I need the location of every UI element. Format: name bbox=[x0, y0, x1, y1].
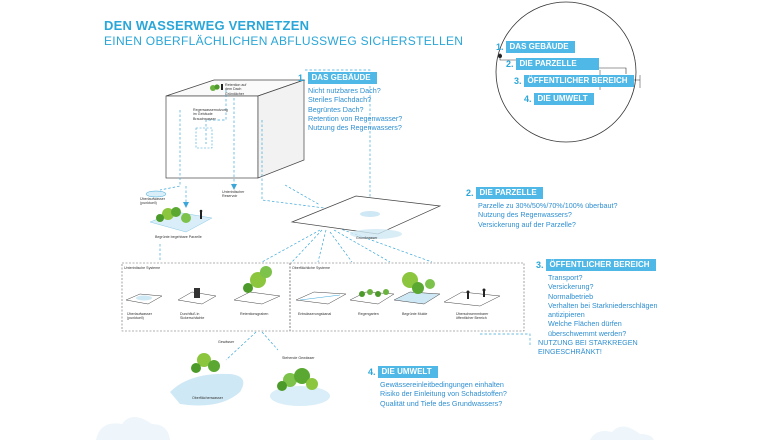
section-environment: 4. DIE UMWELT Gewässereinleitbedingungen… bbox=[368, 365, 507, 408]
sys-label-overflow: Überlaufwasser(punktuell) bbox=[127, 312, 152, 321]
groundwater-label: Grundwasser bbox=[356, 236, 378, 240]
overflow-dish-icon bbox=[145, 190, 167, 198]
systems-box-left bbox=[121, 262, 291, 332]
parcel-plane bbox=[290, 195, 442, 239]
building-block bbox=[165, 79, 305, 179]
section-building: 1. DAS GEBÄUDE Nicht nutzbares Dach?Ster… bbox=[298, 71, 403, 133]
plot-label: Begrünte begehbare Parzelle bbox=[155, 235, 202, 239]
box-right-title: Oberflächliche Systeme bbox=[292, 266, 330, 270]
legend-item-parcel: 2.DIE PARZELLE bbox=[506, 57, 599, 70]
legend-item-public: 3.ÖFFENTLICHER BEREICH bbox=[514, 74, 634, 87]
swale-trees-icon bbox=[402, 272, 435, 294]
overview-circle bbox=[495, 1, 641, 143]
water-body-icon bbox=[170, 353, 244, 406]
page-title: DEN WASSERWEG VERNETZEN bbox=[104, 18, 310, 33]
page-subtitle: EINEN OBERFLÄCHLICHEN ABFLUSSWEG SICHERS… bbox=[104, 34, 464, 48]
still-water-icon bbox=[270, 368, 330, 406]
cloud-bottom-right bbox=[590, 426, 654, 440]
section-building-header: 1. DAS GEBÄUDE bbox=[298, 71, 402, 84]
section-building-number: 1. bbox=[298, 72, 306, 83]
section-public-label: ÖFFENTLICHER BEREICH bbox=[545, 258, 656, 271]
overflow-label: Überlaufwasser(punktuell) bbox=[140, 197, 165, 206]
flooded-label: Stehende Gewässer bbox=[282, 356, 315, 360]
section-parcel: 2. DIE PARZELLE Parzelle zu 30%/50%/70%/… bbox=[466, 186, 618, 229]
sys-label-raingarden: Regengarten bbox=[358, 312, 379, 316]
legend-item-building: 1.DAS GEBÄUDE bbox=[496, 40, 575, 53]
section-parcel-header: 2. DIE PARZELLE bbox=[466, 186, 617, 199]
sys-label-swale: Begrünte Mulde bbox=[402, 312, 428, 316]
roof-plants-icon bbox=[210, 84, 223, 91]
section-building-list: Nicht nutzbares Dach?Steriles Flachdach?… bbox=[308, 86, 403, 133]
green-plot-icon bbox=[149, 207, 213, 233]
section-environment-header: 4. DIE UMWELT bbox=[368, 365, 507, 378]
section-public-number: 3. bbox=[536, 259, 544, 270]
sys-label-channel: Entwässerungskanal bbox=[298, 312, 332, 316]
cloud-bottom-left bbox=[96, 417, 170, 440]
box-left-title: Unterirdische Systeme bbox=[124, 266, 161, 270]
section-public: 3. ÖFFENTLICHER BEREICH Transport?Versic… bbox=[536, 258, 658, 338]
water-body-label: Gewässer bbox=[218, 340, 235, 344]
surface-water-label: Oberflächenwasser bbox=[192, 396, 223, 400]
section-parcel-label: DIE PARZELLE bbox=[475, 186, 543, 199]
section-public-header: 3. ÖFFENTLICHER BEREICH bbox=[536, 258, 657, 271]
section-parcel-number: 2. bbox=[466, 187, 474, 198]
legend-item-environment: 4.DIE UMWELT bbox=[524, 92, 594, 105]
people-icon bbox=[466, 288, 486, 299]
retention-trees-icon bbox=[243, 266, 272, 293]
section-environment-label: DIE UMWELT bbox=[377, 365, 438, 378]
systems-box-right bbox=[289, 262, 525, 332]
section-environment-number: 4. bbox=[368, 366, 376, 377]
section-parcel-list: Parzelle zu 30%/50%/70%/100% überbaut?Nu… bbox=[478, 201, 618, 229]
section-building-label: DAS GEBÄUDE bbox=[307, 71, 377, 84]
sys-label-retention: Retentionsgraben bbox=[240, 312, 269, 316]
rain-garden-plants-icon bbox=[359, 289, 389, 297]
